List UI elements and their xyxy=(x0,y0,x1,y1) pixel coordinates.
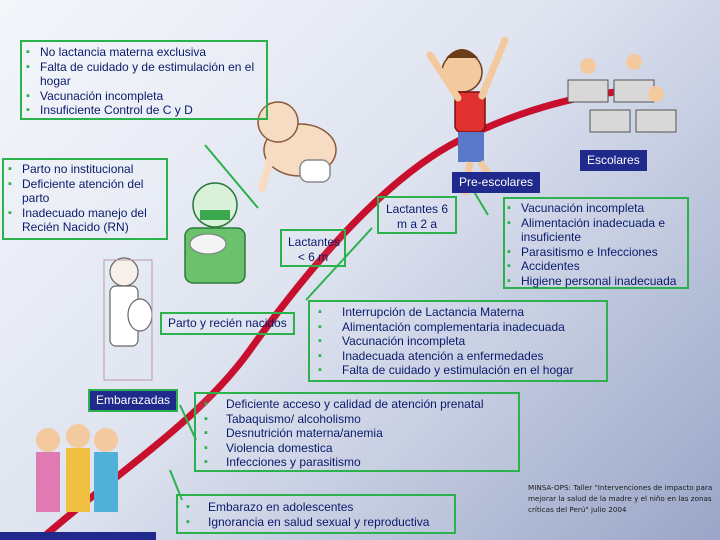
top-left-item: No lactancia materna exclusiva xyxy=(26,45,262,60)
connector-middle-box xyxy=(305,227,373,301)
right-item: Accidentes xyxy=(507,259,685,274)
women-group-illustration xyxy=(36,424,118,512)
middle-item: Interrupción de Lactancia Materna xyxy=(318,305,598,320)
bottom-left-label-bar xyxy=(0,532,156,540)
stage-label-parto: Parto y recién nacidos xyxy=(160,312,295,335)
left-item: Deficiente atención del parto xyxy=(8,177,162,206)
stage-label-preescolares: Pre-escolares xyxy=(452,172,541,193)
left-item: Inadecuado manejo del Recién Nacido (RN) xyxy=(8,206,162,235)
left-item: Parto no institucional xyxy=(8,162,162,177)
school-illustration xyxy=(567,54,677,133)
top-left-item: Insuficiente Control de C y D xyxy=(26,103,262,118)
lower-item: Tabaquismo/ alcoholismo xyxy=(204,412,510,427)
stage-label-lactantes-6m: Lactantes < 6 m xyxy=(280,229,346,267)
right-item: Higiene personal inadecuada xyxy=(507,274,685,289)
top-left-risk-box: No lactancia materna exclusiva Falta de … xyxy=(20,40,268,120)
nurse-illustration xyxy=(184,182,246,284)
top-left-item: Vacunación incompleta xyxy=(26,89,262,104)
top-left-item: Falta de cuidado y de estimulación en el… xyxy=(26,60,262,89)
lower-item: Deficiente acceso y calidad de atención … xyxy=(204,397,510,412)
middle-item: Vacunación incompleta xyxy=(318,334,598,349)
middle-risk-box: Interrupción de Lactancia Materna Alimen… xyxy=(308,300,608,382)
lifecycle-curve xyxy=(36,86,654,540)
middle-item: Alimentación complementaria inadecuada xyxy=(318,320,598,335)
middle-item: Falta de cuidado y estimulación en el ho… xyxy=(318,363,598,378)
right-item: Vacunación incompleta xyxy=(507,201,685,216)
stage-label-escolares: Escolares xyxy=(580,150,647,171)
right-item: Alimentación inadecuada e insuficiente xyxy=(507,216,685,245)
bottom-item: Embarazo en adolescentes xyxy=(186,500,446,515)
lower-item: Violencia domestica xyxy=(204,441,510,456)
middle-item: Inadecuada atención a enfermedades xyxy=(318,349,598,364)
right-risk-box: Vacunación incompleta Alimentación inade… xyxy=(503,197,689,289)
baby-illustration xyxy=(257,101,337,192)
lower-item: Desnutrición materna/anemia xyxy=(204,426,510,441)
pregnant-woman-illustration xyxy=(103,257,153,381)
left-risk-box: Parto no institucional Deficiente atenci… xyxy=(2,158,168,240)
source-citation: MINSA-OPS: Taller "Intervenciones de imp… xyxy=(528,483,713,514)
stage-label-lactantes-6m-2a: Lactantes 6 m a 2 a xyxy=(377,196,457,234)
right-item: Parasitismo e Infecciones xyxy=(507,245,685,260)
lower-risk-box: Deficiente acceso y calidad de atención … xyxy=(194,392,520,472)
connector-lower-box xyxy=(179,404,197,441)
connector-left-box xyxy=(204,144,259,209)
lower-item: Infecciones y parasitismo xyxy=(204,455,510,470)
bottom-item: Ignorancia en salud sexual y reproductiv… xyxy=(186,515,446,530)
bottom-risk-box: Embarazo en adolescentes Ignorancia en s… xyxy=(176,494,456,534)
stage-label-embarazadas: Embarazadas xyxy=(88,389,179,412)
